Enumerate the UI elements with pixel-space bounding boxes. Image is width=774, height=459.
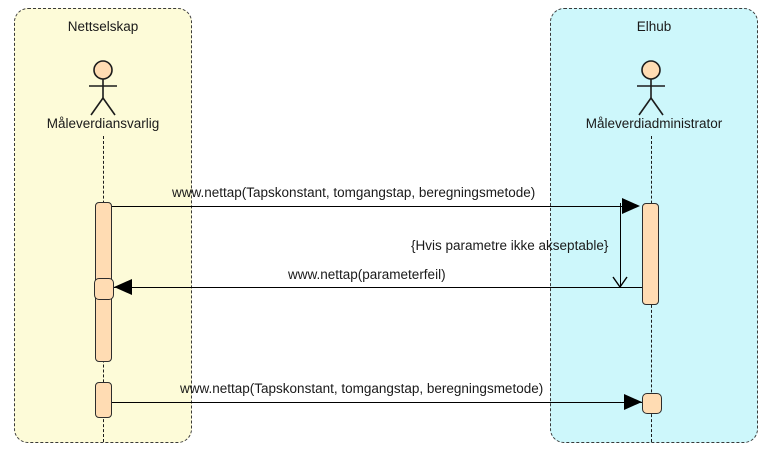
- activation-bar-left-return: [94, 278, 114, 300]
- self-transition-arrowhead: [612, 276, 628, 288]
- message-line-request-2: [112, 402, 642, 403]
- partition-title-right: Elhub: [636, 19, 672, 34]
- actor-figure-maleverdiansvarlig: [81, 60, 125, 118]
- actor-figure-maleverdiadministrator: [629, 60, 673, 118]
- message-arrowhead-response-error: [114, 279, 132, 295]
- actor-label-maleverdiadministrator: Måleverdiadministrator: [585, 116, 723, 131]
- message-label-request-1: www.nettap(Tapskonstant, tomgangstap, be…: [172, 185, 536, 200]
- message-line-response-error: [114, 287, 642, 288]
- self-transition-line: [620, 203, 621, 287]
- message-arrowhead-request-2: [624, 394, 642, 410]
- message-arrowhead-request-1: [622, 198, 640, 214]
- message-label-request-2: www.nettap(Tapskonstant, tomgangstap, be…: [180, 381, 544, 396]
- message-label-response-error: www.nettap(parameterfeil): [288, 267, 446, 282]
- guard-label-hvis-parametre: {Hvis parametre ikke akseptable}: [411, 238, 609, 253]
- activation-bar-right-secondary: [642, 393, 662, 414]
- message-line-request-1: [112, 206, 634, 207]
- actor-label-maleverdiansvarlig: Måleverdiansvarlig: [46, 116, 160, 131]
- activation-bar-right-primary: [642, 203, 659, 305]
- partition-title-left: Nettselskap: [67, 19, 139, 34]
- activation-bar-left-secondary: [95, 382, 112, 418]
